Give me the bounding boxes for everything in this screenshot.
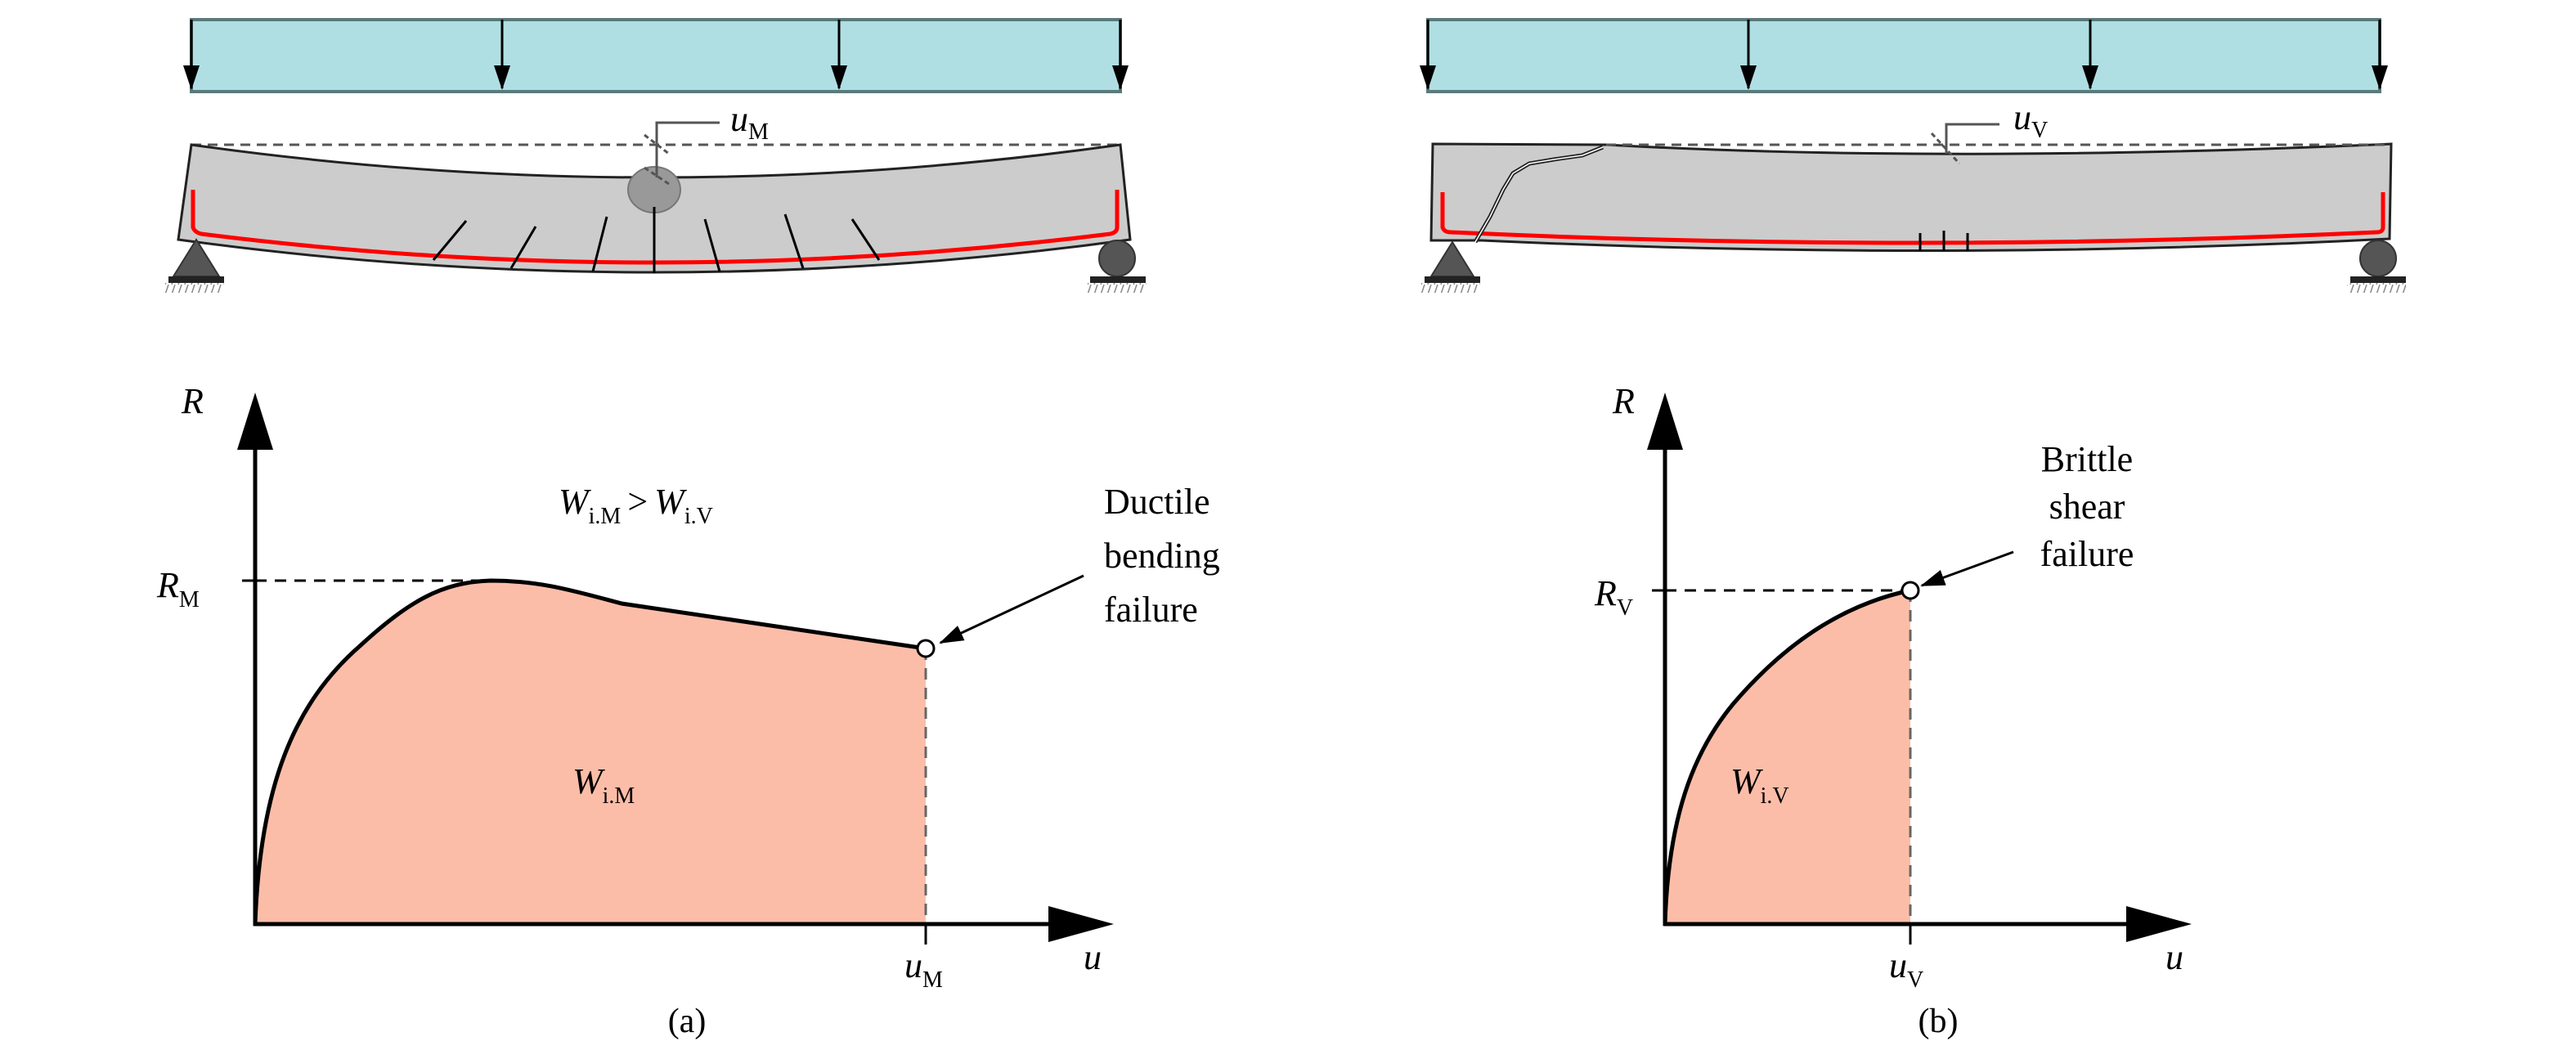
energy-comparison: Wi.M>Wi.V xyxy=(559,482,713,529)
annotation-arrow xyxy=(1920,550,2014,587)
y-arrowhead xyxy=(237,393,273,450)
crack-highlight xyxy=(1474,146,1604,243)
chart-a: R u RM uM Wi.M>Wi.V Wi.M Ductile bending… xyxy=(156,381,1220,1040)
annotation-line-3: failure xyxy=(1104,590,1198,630)
y-axis-label: R xyxy=(1612,381,1635,421)
deflection-leader xyxy=(644,121,720,186)
deflection-leader xyxy=(1930,123,1999,165)
failure-point xyxy=(1901,581,1920,600)
panel-b-beam: uV xyxy=(1420,18,2406,293)
area-label: Wi.V xyxy=(1730,761,1789,809)
r-tick-label: RV xyxy=(1594,573,1633,621)
pin-support xyxy=(1421,240,1480,293)
pin-support xyxy=(165,238,224,293)
x-arrowhead xyxy=(1048,906,1114,942)
deflection-label-b: uV xyxy=(2013,97,2048,143)
load-arrows xyxy=(1420,20,2388,90)
energy-area xyxy=(1665,590,1910,924)
x-axis-label: u xyxy=(1084,937,1102,977)
distributed-load xyxy=(190,18,1122,93)
y-arrowhead xyxy=(1647,393,1683,450)
resistance-curve xyxy=(1663,588,1911,925)
area-label: Wi.M xyxy=(572,761,635,809)
deformed-beam xyxy=(1429,142,2393,253)
annotation-line-1: Brittle xyxy=(2041,439,2133,479)
annotation-arrow xyxy=(939,574,1084,644)
distributed-load xyxy=(1426,18,2381,93)
load-arrows xyxy=(183,20,1129,90)
chart-b: R u RV uV Wi.V Brittle shear failure (b) xyxy=(1594,381,2192,1040)
roller-support xyxy=(1088,240,1147,293)
energy-area xyxy=(255,581,926,924)
flexural-cracks xyxy=(432,207,881,273)
resistance-curve xyxy=(253,578,927,925)
deflection-label-a: uM xyxy=(730,99,769,145)
failure-point xyxy=(916,639,936,658)
annotation-line-3: failure xyxy=(2040,534,2134,574)
rebar xyxy=(1440,192,2385,245)
caption-b: (b) xyxy=(1919,1003,1959,1040)
annotation-line-2: shear xyxy=(2049,487,2125,527)
u-tick-label: uV xyxy=(1889,945,1923,993)
flexural-cracks xyxy=(1919,231,1969,251)
y-axis-label: R xyxy=(181,381,204,421)
x-arrowhead xyxy=(2126,906,2192,942)
r-tick-label: RM xyxy=(156,565,200,613)
caption-a: (a) xyxy=(668,1003,707,1040)
annotation-line-1: Ductile xyxy=(1104,482,1210,522)
u-tick-label: uM xyxy=(904,945,943,993)
roller-support xyxy=(2347,240,2406,293)
panel-a-beam: uM xyxy=(165,18,1147,293)
x-axis-label: u xyxy=(2165,937,2183,977)
annotation-line-2: bending xyxy=(1104,536,1220,576)
